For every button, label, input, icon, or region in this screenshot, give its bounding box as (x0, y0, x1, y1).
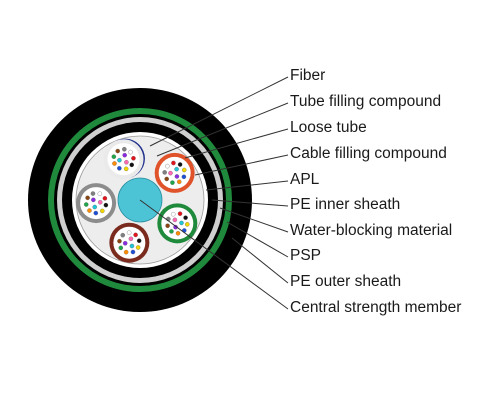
leader-line (156, 102, 289, 157)
fiber (176, 179, 182, 185)
label-water-blocking-material: Water-blocking material (290, 222, 453, 239)
label-tube-filling-compound: Tube filling compound (290, 93, 442, 110)
fiber (122, 152, 127, 158)
fiber (169, 229, 174, 234)
fiber (135, 245, 141, 250)
fiber (97, 200, 103, 205)
fiber (179, 220, 184, 226)
fiber (100, 208, 105, 214)
fiber (83, 202, 89, 207)
fiber (87, 208, 92, 213)
label-apl: APL (290, 171, 320, 188)
label-fiber: Fiber (290, 67, 326, 84)
fiber (177, 162, 183, 167)
fiber (170, 180, 175, 185)
loose-tube (154, 152, 195, 193)
label-psp: PSP (290, 247, 322, 264)
fiber (117, 238, 122, 244)
fiber (165, 163, 170, 169)
fiber (128, 236, 134, 242)
loose-tube (157, 203, 198, 244)
fiber (136, 238, 142, 243)
leader-line (211, 199, 289, 207)
fiber (126, 230, 132, 235)
fiber (92, 204, 97, 210)
fiber (175, 231, 181, 236)
fiber (122, 241, 128, 246)
fiber (85, 195, 90, 201)
loose-tube (76, 183, 117, 224)
fiber (174, 174, 180, 179)
fiber (177, 211, 183, 216)
fiber (97, 191, 103, 197)
fiber (130, 249, 136, 255)
fiber (129, 162, 134, 168)
fiber (120, 232, 126, 238)
fiber (183, 215, 188, 220)
label-pe-outer-sheath: PE outer sheath (290, 273, 402, 290)
fiber (124, 159, 129, 165)
fiber (112, 161, 117, 166)
loose-tube (109, 222, 150, 263)
fiber (117, 166, 122, 171)
leader-line (194, 154, 289, 176)
fiber (165, 223, 170, 229)
leader-line (139, 199, 289, 310)
leader-line (231, 237, 289, 284)
fiber (128, 149, 133, 155)
leader-lines (139, 76, 289, 310)
fiber (102, 196, 108, 201)
leader-line (219, 207, 289, 233)
fiber (171, 160, 176, 166)
fiber (162, 170, 167, 175)
fiber (170, 211, 176, 217)
fiber (93, 210, 99, 216)
fiber (181, 174, 187, 180)
leader-line (149, 76, 289, 147)
fiber (117, 157, 122, 163)
label-loose-tube: Loose tube (290, 119, 367, 136)
fiber (131, 156, 136, 161)
fiber (91, 197, 96, 203)
fiber (133, 232, 138, 238)
leader-line (184, 128, 289, 159)
leader-line (226, 221, 289, 258)
fiber (164, 176, 169, 182)
fiber (90, 191, 96, 196)
fiber (111, 154, 117, 159)
loose-tube (103, 139, 144, 180)
fiber (118, 245, 124, 251)
fiber (181, 167, 187, 173)
label-central-strength-member: Central strength member (290, 299, 462, 316)
fiber (172, 217, 178, 223)
leader-line (205, 180, 289, 191)
fiber (129, 243, 135, 249)
fiber (103, 202, 109, 208)
fiber (122, 146, 127, 152)
fiber (185, 222, 190, 227)
fiber (174, 166, 179, 172)
label-pe-inner-sheath: PE inner sheath (290, 196, 401, 213)
fiber (123, 166, 129, 172)
fiber (123, 249, 129, 255)
fiber (168, 170, 173, 176)
label-cable-filling-compound: Cable filling compound (290, 145, 447, 162)
fiber (115, 148, 120, 154)
